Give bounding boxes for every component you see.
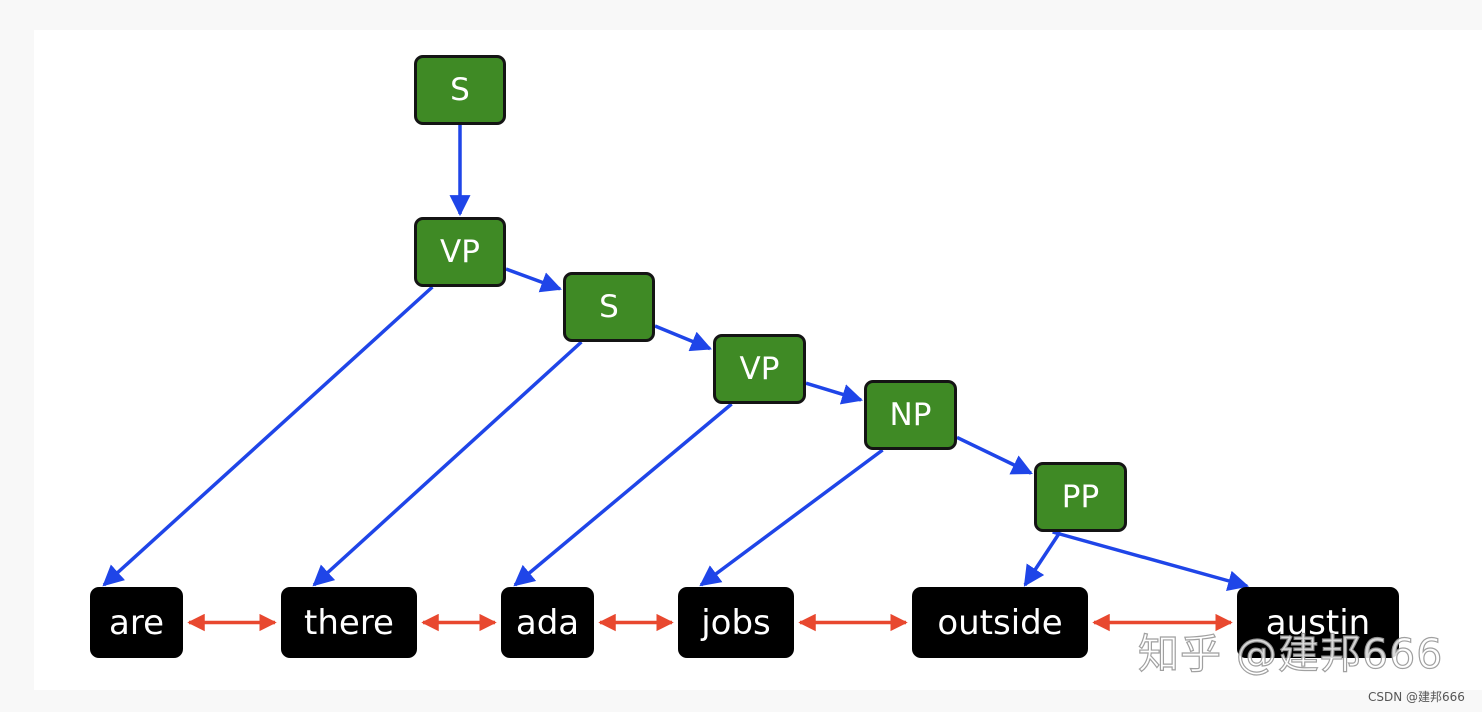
tree-edge-s2-vp2 [654,324,712,352]
tree-edge-np-pp [956,435,1033,475]
tree-edge-vp1-are [102,285,434,587]
word-jobs: jobs [678,587,794,658]
tree-edge-pp-outside [1023,531,1062,587]
tree-edges [102,125,1250,592]
tree-edge-s2-there [312,340,583,587]
node-vp-2: VP [713,334,806,404]
credit-text: CSDN @建邦666 [1368,690,1465,704]
tree-edge-np-jobs [699,448,884,587]
node-pp: PP [1034,462,1127,532]
node-vp-1: VP [414,217,506,287]
word-there: there [281,587,417,658]
node-s-root: S [414,55,506,125]
word-ada: ada [501,587,594,658]
node-s-2: S [563,272,655,342]
tree-edge-vp1-s2 [505,267,562,293]
tree-edge-vp2-ada [513,402,733,587]
word-austin: austin [1237,587,1399,658]
node-np: NP [864,380,957,450]
word-are: are [90,587,183,658]
tree-edge-vp2-np [805,381,864,405]
tree-edge-pp-austin [1052,530,1250,592]
watermark: 知乎 @建邦666 [1137,629,1444,678]
word-outside: outside [912,587,1088,658]
